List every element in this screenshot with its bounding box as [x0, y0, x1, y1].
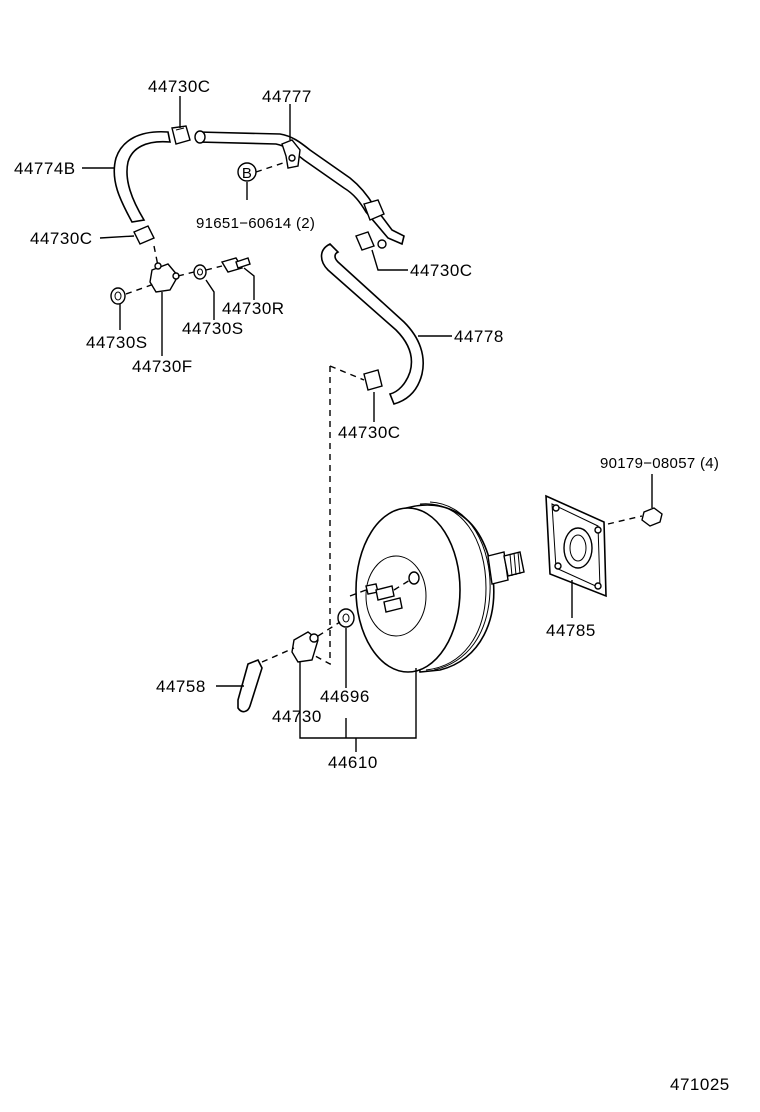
label-44730C-top: 44730C — [148, 77, 211, 96]
pipe-44777 — [194, 130, 405, 246]
hose-44758 — [237, 658, 263, 713]
leader-line — [205, 279, 215, 320]
clamp-44730C-left — [133, 225, 155, 245]
clamp-44730C-right — [355, 231, 387, 251]
dash-line — [349, 589, 367, 597]
dash-line — [317, 621, 341, 637]
diagram-code: 471025 — [670, 1075, 730, 1094]
label-44778: 44778 — [454, 327, 504, 346]
label-44777: 44777 — [262, 87, 312, 106]
label-90179-08057: 90179−08057 (4) — [600, 455, 719, 472]
booster-44610 — [355, 501, 525, 673]
dash-line — [329, 365, 365, 381]
label-44758: 44758 — [156, 677, 206, 696]
label-44730S-left: 44730S — [86, 333, 148, 352]
dash-line — [205, 265, 223, 271]
label-44730C-right: 44730C — [410, 261, 473, 280]
valve-44730F — [149, 262, 180, 293]
dash-line — [393, 579, 411, 591]
dash-line — [607, 515, 643, 525]
callout-b-text: B — [242, 165, 252, 182]
clamp-44730C-top — [171, 125, 191, 145]
label-44730C-mid: 44730C — [338, 423, 401, 442]
dash-line — [303, 366, 331, 666]
grommet-44696 — [337, 608, 355, 628]
dash-line — [255, 161, 287, 173]
label-44610: 44610 — [328, 753, 378, 772]
label-91651-60614: 91651−60614 (2) — [196, 215, 315, 232]
label-44730F: 44730F — [132, 357, 193, 376]
bolt-44730R — [220, 257, 251, 273]
leader-line — [99, 235, 135, 239]
leader-line — [371, 249, 408, 271]
leader-line — [243, 267, 255, 300]
leader-line — [299, 662, 417, 739]
label-44730: 44730 — [272, 707, 322, 726]
fitting-44730 — [291, 631, 319, 663]
hose-44774B — [113, 130, 171, 223]
label-44730S-right: 44730S — [182, 319, 244, 338]
callout-b-marker: B — [237, 162, 257, 182]
seal-44730S-left — [110, 287, 126, 305]
dash-line — [153, 245, 159, 267]
gasket-44785 — [545, 494, 607, 598]
seal-44730S-right — [193, 264, 207, 280]
label-44774B: 44774B — [14, 159, 76, 178]
label-44696: 44696 — [320, 687, 370, 706]
clamp-44730C-mid — [363, 369, 383, 391]
dash-line — [125, 283, 155, 295]
hose-44778 — [320, 243, 424, 405]
label-44785: 44785 — [546, 621, 596, 640]
label-44730C-left: 44730C — [30, 229, 93, 248]
dash-line — [261, 647, 295, 663]
dash-line — [177, 271, 195, 277]
label-44730R: 44730R — [222, 299, 285, 318]
nut-90179 — [641, 507, 663, 527]
